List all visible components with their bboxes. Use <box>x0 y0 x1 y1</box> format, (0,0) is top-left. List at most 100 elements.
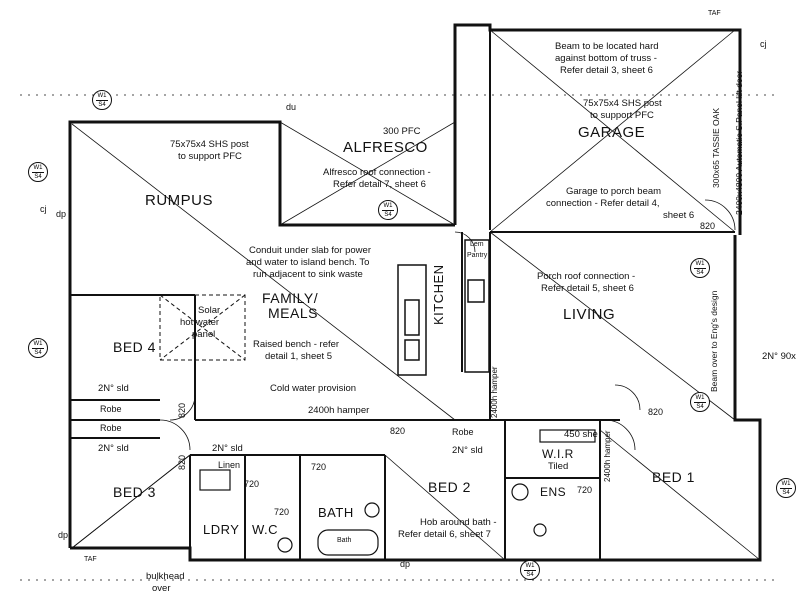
dimension-ticks <box>20 94 780 581</box>
label-pantry-top: Lem <box>470 241 484 248</box>
note-solar-2: hot water <box>180 317 220 328</box>
note-raised-1: Raised bench - refer <box>253 339 340 350</box>
kitchen-bench <box>464 239 490 373</box>
note-sld-bed3: 2N° sld <box>98 443 129 454</box>
room-garage: GARAGE <box>578 124 646 141</box>
door-swings <box>159 199 736 451</box>
dim-720-ldry: 720 <box>244 479 260 489</box>
outer-wall-south <box>70 546 605 562</box>
note-tiled: Tiled <box>548 461 569 472</box>
label-robe-bed4: Robe <box>100 404 122 414</box>
marker-cj-west: cj <box>40 204 47 214</box>
room-living: LIVING <box>563 306 616 323</box>
dim-720-wc: 720 <box>274 507 290 517</box>
room-meals: MEALS <box>268 305 318 321</box>
note-450-shelf: 450 she <box>564 429 598 440</box>
note-conduit-1: Conduit under slab for power <box>249 245 371 256</box>
label-pantry: Pantry <box>467 252 488 259</box>
room-alfresco: ALFRESCO <box>343 139 428 156</box>
dim-820-bed4: 820 <box>177 402 187 418</box>
note-beam-3: Refer detail 3, sheet 6 <box>560 65 653 76</box>
room-bath: BATH <box>318 505 354 520</box>
note-taf-bottom: TAF <box>84 556 97 563</box>
note-garage-door: 2400x4800 Automatic S.Panel lift door <box>734 70 744 215</box>
label-bath-tub: Bath <box>337 537 352 544</box>
room-bed1: BED 1 <box>652 469 695 485</box>
room-ldry: LDRY <box>203 522 240 537</box>
room-rumpus: RUMPUS <box>145 192 214 209</box>
note-conduit-3: run adjacent to sink waste <box>253 269 363 280</box>
note-shs-garage-2: to support PFC <box>590 110 654 121</box>
note-2n-90: 2N° 90x <box>762 351 796 362</box>
note-sld-bed4: 2N° sld <box>98 383 129 394</box>
label-robe-bed2: Robe <box>452 427 474 437</box>
ceiling-diagonals <box>71 123 761 561</box>
room-wc: W.C <box>252 522 279 537</box>
note-pfc: 300 PFC <box>383 126 421 137</box>
note-sld-linen: 2N° sld <box>212 443 243 454</box>
room-family: FAMILY/ <box>262 290 319 306</box>
dim-820-bed3: 820 <box>177 454 187 470</box>
room-kitchen: KITCHEN <box>431 264 446 325</box>
note-hamper-living: 2400h hamper <box>490 366 499 418</box>
garage-cross <box>489 29 736 233</box>
note-alfresco-roof-1: Alfresco roof connection - <box>323 167 431 178</box>
room-wir: W.I.R <box>542 447 574 461</box>
alfresco-cross <box>279 121 456 226</box>
dim-820-bed1: 820 <box>648 407 664 417</box>
note-beam-ensuite: Beam over to Eng's design <box>709 290 719 392</box>
note-bulkhead-2: over <box>152 583 171 594</box>
room-bed3: BED 3 <box>113 484 156 500</box>
dim-720-bath: 720 <box>311 462 327 472</box>
note-beam-2: against bottom of truss - <box>555 53 657 64</box>
outer-wall-east <box>605 235 762 562</box>
note-raised-2: detail 1, sheet 5 <box>265 351 333 362</box>
internal-walls <box>70 30 735 560</box>
note-shs-garage-1: 75x75x4 SHS post <box>583 98 662 109</box>
note-garage-porch-2: connection - Refer detail 4, <box>546 198 660 209</box>
note-taf-top: TAF <box>708 10 721 17</box>
bath-fixtures <box>199 429 596 556</box>
note-garage-porch-1: Garage to porch beam <box>566 186 662 197</box>
room-bed4: BED 4 <box>113 339 156 355</box>
island-bench <box>397 264 427 376</box>
note-garage-porch-3: sheet 6 <box>663 210 695 221</box>
note-solar-1: Solar <box>198 305 221 316</box>
marker-dp-bed2: dp <box>400 559 411 569</box>
dim-820-hall: 820 <box>390 426 406 436</box>
note-conduit-2: and water to island bench. To <box>246 257 370 268</box>
marker-dp-south: dp <box>58 530 69 540</box>
solar-panel-box <box>159 294 246 361</box>
dim-720-ens: 720 <box>577 485 593 495</box>
label-robe-bed3: Robe <box>100 423 122 433</box>
note-hob-2: Refer detail 6, sheet 7 <box>398 529 491 540</box>
note-alfresco-roof-2: Refer detail 7, sheet 6 <box>333 179 426 190</box>
note-beam-1: Beam to be located hard <box>555 41 659 52</box>
note-tassie-oak: 300x65 TASSIE OAK <box>711 107 721 188</box>
label-linen: Linen <box>218 460 241 470</box>
dim-820-garage: 820 <box>700 221 716 231</box>
note-sld-bed2: 2N° sld <box>452 445 483 456</box>
note-cold-water: Cold water provision <box>270 383 357 394</box>
marker-dp-west: dp <box>56 209 67 219</box>
note-porch-roof-2: Refer detail 5, sheet 6 <box>541 283 634 294</box>
note-bulkhead-1: bulkhead <box>146 571 185 582</box>
note-shs-rumpus-2: to support PFC <box>178 151 242 162</box>
note-shs-rumpus-1: 75x75x4 SHS post <box>170 139 249 150</box>
note-hamper-2400: 2400h hamper <box>308 405 370 416</box>
room-ens: ENS <box>540 485 567 499</box>
marker-cj-east: cj <box>760 39 767 49</box>
note-hamper-bed1: 2400h hamper <box>603 430 612 482</box>
marker-du-top: du <box>286 102 297 112</box>
note-porch-roof-1: Porch roof connection - <box>537 271 636 282</box>
outer-wall-garage <box>453 23 742 235</box>
